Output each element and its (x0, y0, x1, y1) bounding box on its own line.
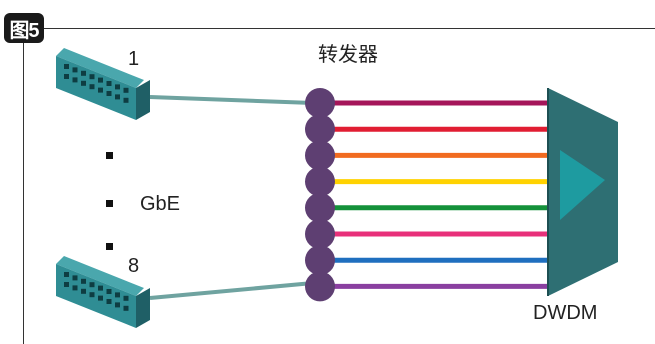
switch-port (106, 289, 112, 294)
figure-frame-left (23, 28, 24, 344)
trunk-line-bottom (149, 281, 314, 300)
transponder-label: 转发器 (318, 44, 378, 66)
wavelength-lines (318, 100, 551, 289)
switch-port (81, 80, 86, 86)
transponder-bead (305, 114, 335, 145)
transponder-bead (305, 245, 335, 276)
switch-port (72, 285, 78, 291)
switch-port (64, 272, 69, 277)
switch-port (98, 285, 103, 291)
dwdm-multiplexer (547, 88, 618, 296)
ellipsis-bullet-2 (106, 200, 113, 207)
switch-port (123, 87, 129, 93)
switch-port (64, 64, 69, 69)
switch-8-label: 8 (128, 255, 140, 277)
switch-port (106, 81, 112, 86)
switch-port (89, 74, 95, 80)
switch-port (115, 292, 120, 298)
gbe-label: GbE (140, 193, 181, 215)
switch-8-side (136, 288, 150, 328)
switch-port (89, 84, 95, 90)
switch-1-ports (64, 64, 129, 103)
switch-port (123, 295, 129, 301)
switch-port (81, 278, 86, 284)
switch-port (123, 305, 129, 311)
figure-frame-top (23, 28, 655, 29)
ellipsis-bullet-3 (106, 243, 113, 250)
switch-port (72, 77, 78, 83)
switch-port (115, 84, 120, 90)
transponder-bead (305, 88, 335, 118)
switch-port (115, 302, 120, 308)
dwdm-label: DWDM (533, 302, 598, 324)
trunk-line-top (149, 95, 314, 105)
switch-port (115, 94, 120, 100)
switch-port (81, 70, 86, 76)
switch-8-top (56, 256, 144, 296)
ellipsis-bullet-1 (106, 152, 113, 159)
switch-port (64, 74, 69, 79)
dwdm-inner-face (560, 150, 605, 220)
switch-1-side (136, 80, 150, 120)
switch-port (123, 97, 129, 103)
switch-port (98, 87, 103, 93)
switch-1 (56, 48, 150, 120)
switch-port (64, 282, 69, 287)
transponder-bead (305, 271, 335, 302)
switch-1-top (56, 48, 144, 88)
switch-port (106, 91, 112, 96)
switch-port (106, 299, 112, 304)
switch-port (81, 288, 86, 294)
switch-port (72, 275, 78, 281)
switch-port (72, 67, 78, 73)
figure-badge: 图5 (4, 13, 44, 43)
switch-port (98, 295, 103, 301)
transponder-bead (305, 219, 335, 249)
transponder-bead (305, 140, 335, 171)
switch-8 (56, 256, 150, 328)
transponder-stack (305, 88, 335, 302)
switch-1-label: 1 (128, 48, 140, 70)
switch-port (89, 282, 95, 288)
switch-port (98, 77, 103, 83)
transponder-bead (305, 166, 335, 197)
switch-port (89, 292, 95, 298)
switch-8-ports (64, 272, 129, 311)
transponder-bead (305, 192, 335, 223)
